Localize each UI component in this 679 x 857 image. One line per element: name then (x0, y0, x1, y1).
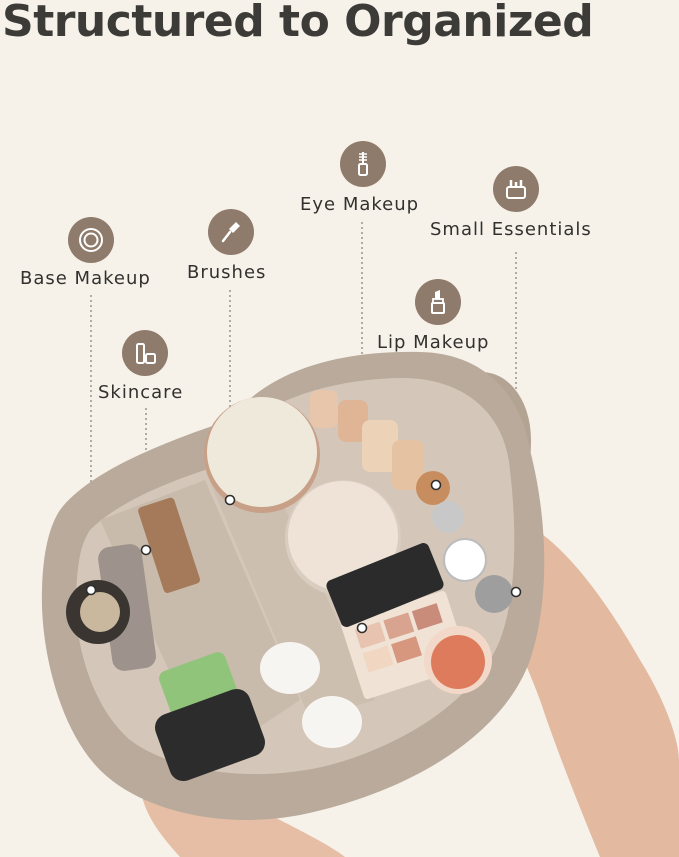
callout-label-lip-makeup: Lip Makeup (377, 332, 490, 353)
callout-label-eye-makeup: Eye Makeup (300, 194, 420, 215)
headline: Structured to Organized (2, 0, 594, 47)
brush-icon (208, 209, 254, 255)
callout-label-skincare: Skincare (98, 382, 184, 403)
callout-label-brushes: Brushes (187, 262, 267, 283)
pen-cup-icon (493, 166, 539, 212)
callout-label-base-makeup: Base Makeup (20, 268, 151, 289)
callout-label-small-essentials: Small Essentials (430, 219, 592, 240)
bottle-jar-icon (122, 330, 168, 376)
mascara-icon (340, 141, 386, 187)
callout-dots (85, 479, 522, 634)
lipstick-icon (415, 279, 461, 325)
compact-icon (68, 217, 114, 263)
